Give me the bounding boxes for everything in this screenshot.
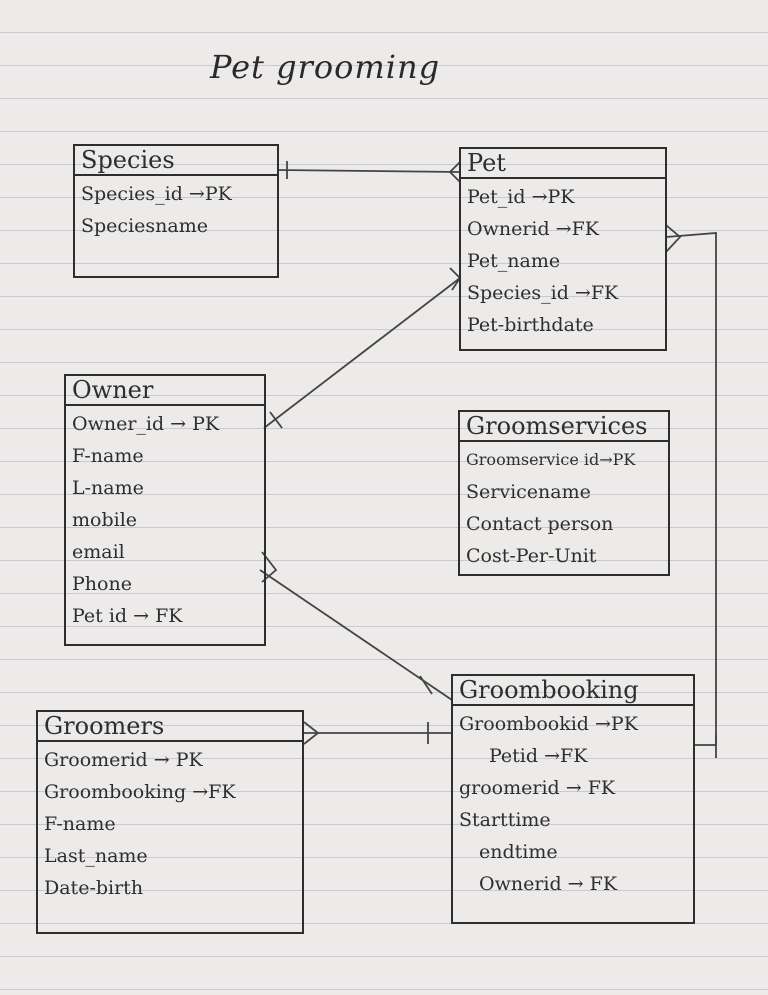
- entity-pet-name: Pet: [461, 149, 665, 179]
- groomservices-attr-2: Servicename: [466, 481, 591, 503]
- owner-attr-4: mobile: [72, 509, 138, 531]
- pet-attr-4: Species_id →FK: [467, 282, 619, 304]
- entity-groombooking: Groombooking Groombookid →PK Petid →FK g…: [451, 674, 695, 924]
- groomers-attr-1: Groomerid → PK: [44, 749, 203, 771]
- pet-crow-mark: [665, 224, 682, 253]
- groomservices-attr-1: Groomservice id→PK: [466, 450, 636, 469]
- groombooking-attr-4: Starttime: [459, 809, 551, 831]
- groomers-attr-4: Last_name: [44, 845, 148, 867]
- groombooking-attr-1: Groombookid →PK: [459, 713, 638, 735]
- pet-attr-1: Pet_id →PK: [467, 186, 575, 208]
- owner-attr-3: L-name: [72, 477, 144, 499]
- groomers-attr-2: Groombooking →FK: [44, 781, 236, 803]
- pet-owner-link: [263, 277, 461, 429]
- groombooking-attr-6: Ownerid → FK: [479, 873, 618, 895]
- pet-attr-3: Pet_name: [467, 250, 561, 272]
- entity-groombooking-name: Groombooking: [453, 676, 693, 706]
- entity-groomers-name: Groomers: [38, 712, 302, 742]
- groomservices-attr-3: Contact person: [466, 513, 614, 535]
- owner-crow-mark: [261, 551, 278, 583]
- groombooking-attr-3: groomerid → FK: [459, 777, 616, 799]
- diagram-title: Pet grooming: [210, 48, 441, 86]
- entity-owner: Owner Owner_id → PK F-name L-name mobile…: [64, 374, 266, 646]
- entity-groomservices-name: Groomservices: [460, 412, 668, 442]
- groomers-attr-3: F-name: [44, 813, 116, 835]
- species-pet-link: [276, 169, 461, 173]
- groomservices-attr-4: Cost-Per-Unit: [466, 545, 597, 567]
- entity-pet: Pet Pet_id →PK Ownerid →FK Pet_name Spec…: [459, 147, 667, 351]
- entity-species-name: Species: [75, 146, 277, 176]
- owner-attr-7: Pet id → FK: [72, 605, 183, 627]
- owner-attr-2: F-name: [72, 445, 144, 467]
- groombooking-x-mark: [419, 675, 433, 695]
- groomers-attr-5: Date-birth: [44, 877, 144, 899]
- groombooking-attr-5: endtime: [479, 841, 558, 863]
- entity-groomers: Groomers Groomerid → PK Groombooking →FK…: [36, 710, 304, 934]
- groombooking-attr-2: Petid →FK: [489, 745, 588, 767]
- pet-groombooking-link: [665, 232, 717, 746]
- pet-attr-2: Ownerid →FK: [467, 218, 599, 240]
- entity-owner-name: Owner: [66, 376, 264, 406]
- owner-attr-5: email: [72, 541, 125, 563]
- groomers-crow-mark: [303, 721, 320, 745]
- entity-groomservices: Groomservices Groomservice id→PK Service…: [458, 410, 670, 576]
- pet-attr-5: Pet-birthdate: [467, 314, 594, 336]
- pet-many-mark: [448, 161, 461, 183]
- species-attr-1: Species_id →PK: [81, 183, 232, 205]
- entity-species: Species Species_id →PK Speciesname: [73, 144, 279, 278]
- species-attr-2: Speciesname: [81, 215, 208, 237]
- owner-attr-1: Owner_id → PK: [72, 413, 220, 435]
- owner-groombooking-link: [259, 569, 453, 701]
- owner-one-mark: [269, 411, 283, 429]
- owner-attr-6: Phone: [72, 573, 132, 595]
